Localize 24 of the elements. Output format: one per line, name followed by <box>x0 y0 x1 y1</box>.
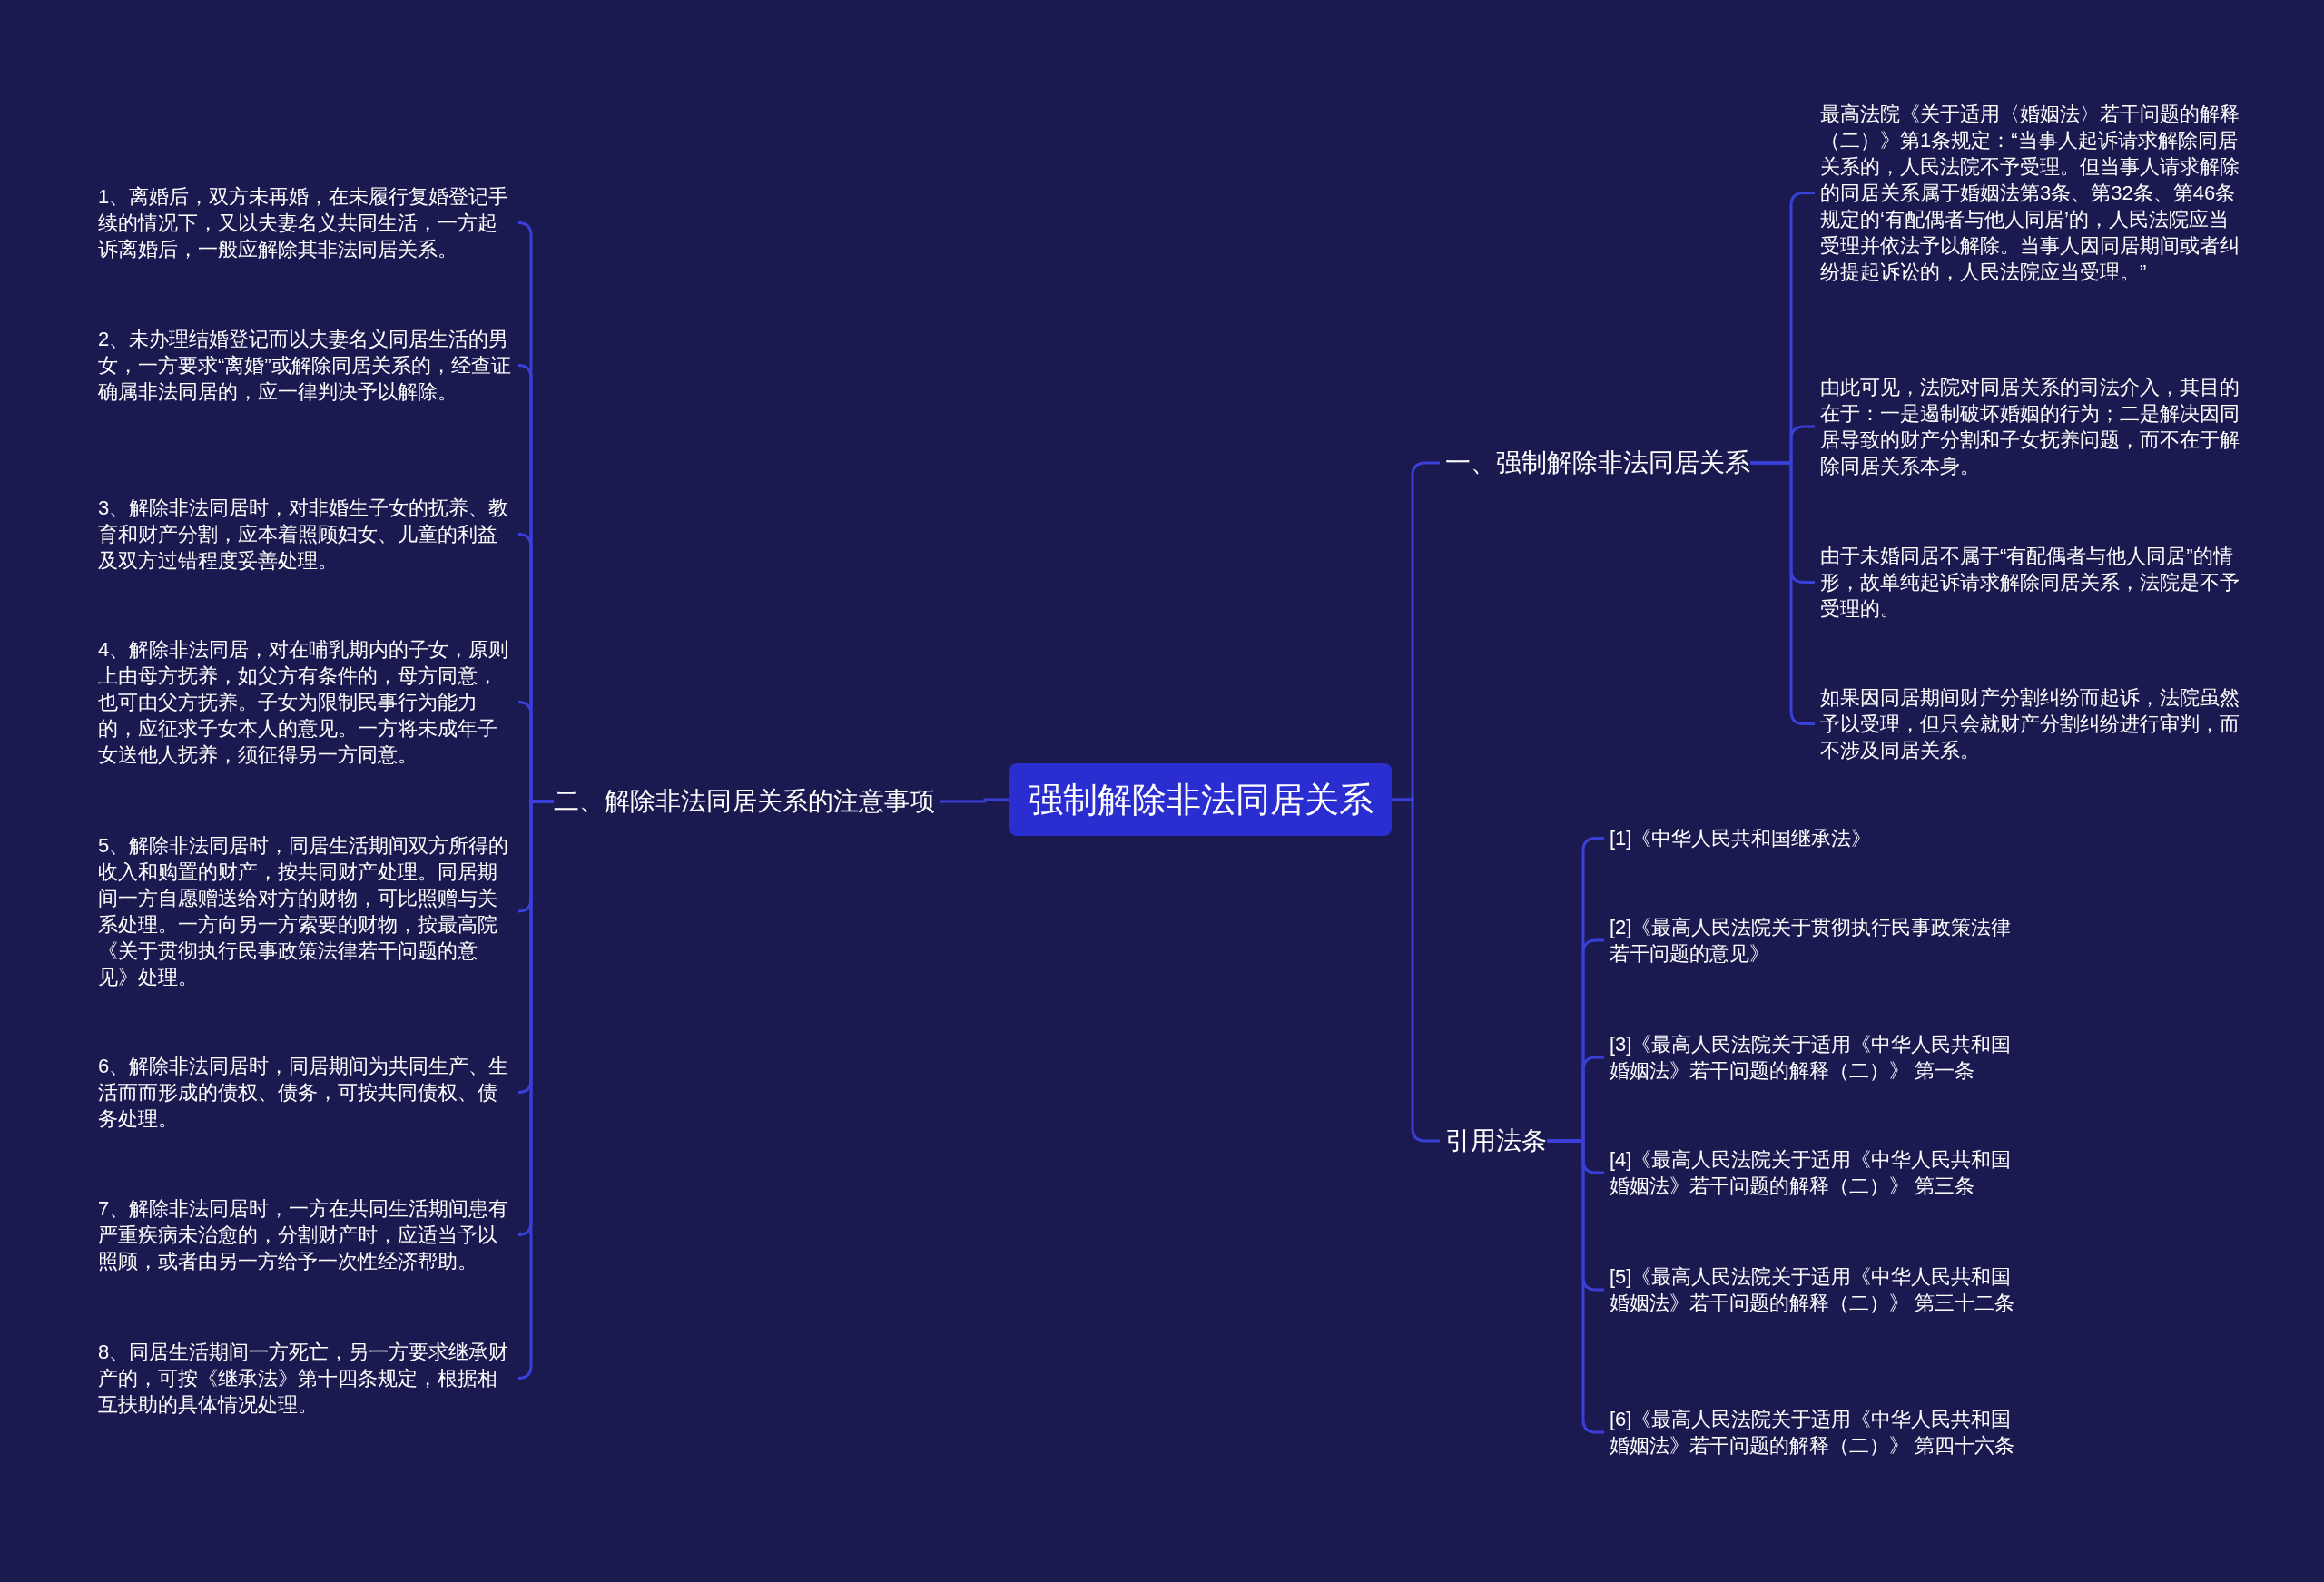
topic-text: 1、离婚后，双方未再婚，在未履行复婚登记手续的情况下，又以夫妻名义共同生活，一方起诉离婚后，一般应解除其非法同居关系。 <box>98 183 516 262</box>
topic-text: 3、解除非法同居时，对非婚生子女的抚养、教育和财产分割，应本着照顾妇女、儿童的利益及双方过错程度妥善处理。 <box>98 495 516 574</box>
topic-text: [2]《最高人民法院关于贯彻执行民事政策法律若干问题的意见》 <box>1610 914 2027 967</box>
topic-text: [5]《最高人民法院关于适用《中华人民共和国婚姻法》若干问题的解释（二）》 第三十二条 <box>1610 1263 2027 1316</box>
topic-text: 由于未婚同居不属于“有配偶者与他人同居”的情形，故单纯起诉请求解除同居关系，法院是不予受理的。 <box>1820 543 2247 622</box>
topic-text: 2、未办理结婚登记而以夫妻名义同居生活的男女，一方要求“离婚”或解除同居关系的，经查证确属非法同居的，应一律判决予以解除。 <box>98 326 516 405</box>
topic-text: 如果因同居期间财产分割纠纷而起诉，法院虽然予以受理，但只会就财产分割纠纷进行审判，而不涉及同居关系。 <box>1820 684 2247 763</box>
central-topic: 强制解除非法同居关系 <box>1009 763 1392 836</box>
topic-text: 最高法院《关于适用〈婚姻法〉若干问题的解释（二）》第1条规定：“当事人起诉请求解除同居关系的，人民法院不予受理。但当事人请求解除的同居关系属于婚姻法第3条、第32条、第46条规定的‘有配偶者与他人同居’的，人民法院应当受理并依法予以解除。当事人因同居期间或者纠纷提起诉讼的，人民法院应当受理。” <box>1820 101 2247 285</box>
branch-topic: 二、解除非法同居关系的注意事项 <box>554 785 935 818</box>
topic-text: [6]《最高人民法院关于适用《中华人民共和国婚姻法》若干问题的解释（二）》 第四十六条 <box>1610 1406 2027 1459</box>
connector-line <box>517 800 554 1380</box>
branch-topic: 引用法条 <box>1445 1125 1547 1157</box>
branch-topic: 一、强制解除非法同居关系 <box>1445 447 1750 479</box>
connector-line <box>940 798 1009 803</box>
topic-text: 7、解除非法同居时，一方在共同生活期间患有严重疾病未治愈的，分割财产时，应适当予以照顾，或者由另一方给予一次性经济帮助。 <box>98 1195 516 1274</box>
topic-text: 由此可见，法院对同居关系的司法介入，其目的在于：一是遏制破坏婚姻的行为；二是解决因同居导致的财产分割和子女抚养问题，而不在于解除同居关系本身。 <box>1820 374 2247 479</box>
topic-text: 6、解除非法同居时，同居期间为共同生产、生活而而形成的债权、债务，可按共同债权、债务处理。 <box>98 1053 516 1132</box>
topic-text: [4]《最高人民法院关于适用《中华人民共和国婚姻法》若干问题的解释（二）》 第三条 <box>1610 1146 2027 1199</box>
topic-text: 4、解除非法同居，对在哺乳期内的子女，原则上由母方抚养，如父方有条件的，母方同意，也可由父方抚养。子女为限制民事行为能力的，应征求子女本人的意见。一方将未成年子女送他人抚养，须征得另一方同意。 <box>98 636 516 768</box>
topic-text: 8、同居生活期间一方死亡，另一方要求继承财产的，可按《继承法》第十四条规定，根据相互扶助的具体情况处理。 <box>98 1339 516 1418</box>
topic-text: 5、解除非法同居时，同居生活期间双方所得的收入和购置的财产，按共同财产处理。同居期间一方自愿赠送给对方的财物，可比照赠与关系处理。一方向另一方索要的财物，按最高院《关于贯彻执行民事政策法律若干问题的意见》处理。 <box>98 832 516 990</box>
topic-text: [3]《最高人民法院关于适用《中华人民共和国婚姻法》若干问题的解释（二）》 第一条 <box>1610 1031 2027 1084</box>
topic-text: [1]《中华人民共和国继承法》 <box>1610 825 2027 851</box>
